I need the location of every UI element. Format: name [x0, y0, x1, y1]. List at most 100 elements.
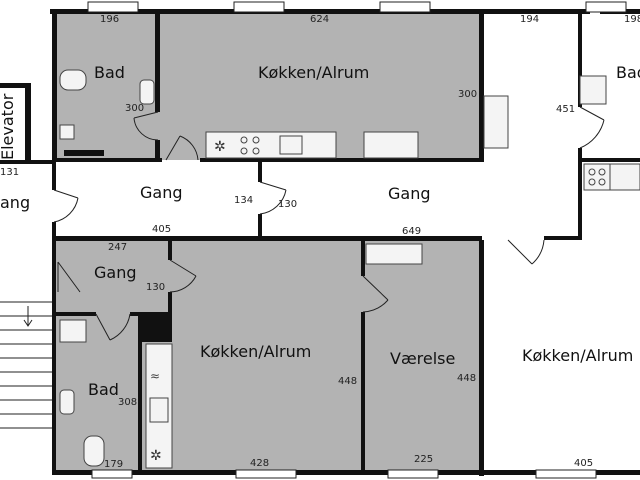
room-label-gang-lower: Gang	[94, 263, 137, 282]
room-label-kokken-top: Køkken/Alrum	[258, 63, 369, 82]
wall-corridor-left	[52, 160, 56, 190]
wall-top	[50, 9, 590, 14]
elevator-wall	[25, 83, 31, 163]
door-left-corridor	[53, 189, 79, 223]
wall-top-unit-left	[52, 12, 57, 162]
room-label-gang-left: ang	[0, 193, 30, 212]
radiator-icon: ≈	[150, 369, 160, 383]
wall-vaerelse-low	[361, 312, 365, 472]
dim-194: 194	[520, 14, 539, 25]
wall-top-right-room	[578, 12, 582, 107]
hob-right-burner-4	[598, 178, 606, 186]
door-vaerelse	[362, 275, 389, 313]
wall-corridor-right	[578, 162, 582, 240]
hob-burner-2	[252, 136, 260, 144]
room-label-kokken-lower: Køkken/Alrum	[200, 342, 311, 361]
window-top-4	[585, 1, 627, 13]
window-bottom-2	[235, 469, 297, 479]
shower-lower	[59, 389, 75, 415]
door-corridor-mid	[259, 181, 287, 215]
room-label-bad-top: Bad	[94, 63, 125, 82]
door-right-kokken	[507, 239, 545, 265]
stair-arrow-icon	[23, 306, 33, 327]
dim-130-b: 130	[146, 282, 165, 293]
cabinet-vaerelse	[365, 243, 423, 265]
room-label-kokken-right: Køkken/Alrum	[522, 346, 633, 365]
wall-bad-kokken-low	[155, 140, 160, 160]
wall-corridor-divider	[258, 162, 262, 182]
room-label-gang-center: Gang	[140, 183, 183, 202]
toilet-lower	[83, 435, 105, 467]
counter-top-2	[363, 131, 419, 159]
door-gang-top	[165, 135, 199, 161]
wall-gang-lower	[56, 312, 96, 316]
kitchen-sink-top	[279, 135, 303, 155]
dim-179: 179	[104, 459, 123, 470]
hob-burner-3	[240, 147, 248, 155]
wall-bad-kokken	[155, 12, 160, 112]
wall-gang-lower-right	[168, 240, 172, 260]
counter-top	[205, 131, 337, 159]
wall-top-right-room-low	[578, 148, 582, 160]
toilet-top	[59, 69, 87, 91]
window-top-3	[379, 1, 431, 13]
wall-corridor-divider-low	[258, 214, 262, 238]
room-label-gang-main: Gang	[388, 184, 431, 203]
dim-196: 196	[100, 14, 119, 25]
wall-top-unit-right	[479, 12, 484, 160]
hood-icon: ✲	[214, 139, 226, 155]
wall-top-unit-bottom	[52, 158, 162, 162]
wall-left-corridor	[0, 160, 56, 164]
door-lower-bad	[95, 313, 131, 341]
door-right-bad	[579, 106, 605, 149]
wall-column	[140, 314, 172, 342]
dim-448-b: 448	[457, 373, 476, 384]
hob-right-burner-1	[588, 168, 596, 176]
room-label-bad-right: Bad	[616, 63, 640, 82]
hob-right-burner-3	[588, 178, 596, 186]
dim-247: 247	[108, 242, 127, 253]
dim-131: 131	[0, 167, 19, 178]
kitchen-sink-lower	[149, 397, 169, 423]
room-label-elevator: Elevator	[0, 93, 17, 160]
bad-threshold-top	[64, 150, 104, 156]
cabinet-right-top	[483, 95, 509, 149]
dim-649: 649	[402, 226, 421, 237]
door-bad-top	[133, 111, 159, 141]
window-top-1	[87, 1, 139, 13]
sink-right-bad	[579, 75, 607, 105]
shower-drain-top	[59, 124, 75, 140]
dim-130-a: 130	[278, 199, 297, 210]
dim-405-a: 405	[152, 224, 171, 235]
wall-lower-right	[479, 240, 484, 476]
hob-right-burner-2	[598, 168, 606, 176]
dim-448-a: 448	[338, 376, 357, 387]
wall-corridor-left-low	[52, 222, 56, 472]
room-label-vaerelse: Værelse	[390, 349, 455, 368]
wall-corridor-right-bottom	[544, 236, 582, 240]
elevator-wall-top	[0, 83, 31, 88]
dim-300-a: 300	[125, 103, 144, 114]
wall-lower-bottom	[52, 470, 640, 475]
dim-225: 225	[414, 454, 433, 465]
hob-burner-1	[240, 136, 248, 144]
room-label-bad-lower: Bad	[88, 380, 119, 399]
dim-405-b: 405	[574, 458, 593, 469]
dim-451: 451	[556, 104, 575, 115]
window-bottom-4	[535, 469, 597, 479]
wall-bad-lower	[138, 316, 142, 472]
sink-top	[139, 79, 155, 105]
dim-308: 308	[118, 397, 137, 408]
shaded-unit-bottom	[56, 240, 482, 472]
wall-right-bottom-room	[578, 158, 640, 162]
wall-corridor-mid	[52, 236, 482, 241]
hob-burner-4	[252, 147, 260, 155]
window-bottom-3	[387, 469, 439, 479]
dim-300-b: 300	[458, 89, 477, 100]
window-bottom-1	[91, 469, 133, 479]
wall-gang-lower-right-low	[168, 292, 172, 314]
hob-lower-icon: ✲	[150, 448, 162, 464]
washer-lower	[59, 319, 87, 343]
wall-vaerelse	[361, 240, 365, 276]
